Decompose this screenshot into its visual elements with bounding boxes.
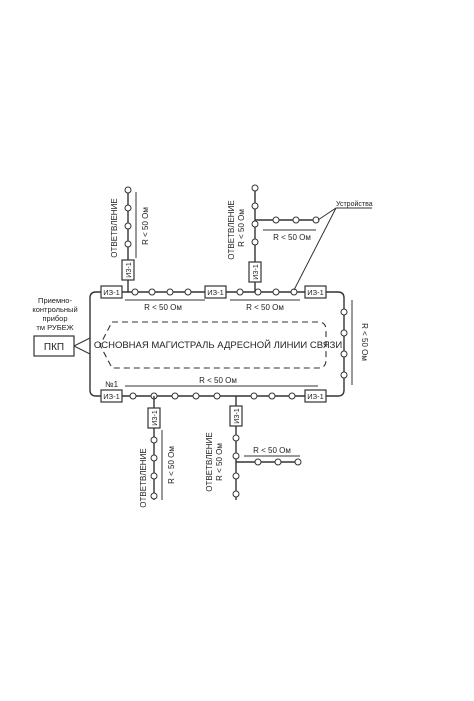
svg-text:ИЗ-1: ИЗ-1	[307, 392, 324, 401]
branch-top-left-label: ОТВЕТВЛЕНИЕ	[110, 198, 119, 257]
branch-top-middle: ИЗ-1 R < 50 Ом ОТВЕТВЛЕНИЕ R < 50 Ом	[227, 184, 320, 292]
isolator-top-left: ИЗ-1	[100, 285, 123, 299]
isolator-bottom-left: ИЗ-1	[100, 389, 123, 403]
main-line-label: ОСНОВНАЯ МАГИСТРАЛЬ АДРЕСНОЙ ЛИНИИ СВЯЗИ	[94, 339, 342, 351]
controller-caption-line-4: тм РУБЕЖ	[36, 323, 73, 332]
svg-text:ИЗ-1: ИЗ-1	[152, 410, 159, 426]
controller-caption-line-1: Приемно-	[38, 296, 72, 305]
isolator-top-right: ИЗ-1	[304, 285, 327, 299]
main-loop-devices	[129, 288, 348, 400]
isolator-number-label: №1	[105, 380, 119, 389]
branch-top-left-resistance: R < 50 Ом	[141, 207, 150, 245]
resistance-label-top-left: R < 50 Ом	[144, 303, 182, 312]
branch-top-left: ИЗ-1 ОТВЕТВЛЕНИЕ R < 50 Ом	[110, 186, 150, 292]
isolator-top-middle: ИЗ-1	[204, 285, 227, 299]
branch-bottom-middle: ИЗ-1 R < 50 Ом ОТВЕТВЛЕНИЕ R < 50 Ом	[205, 396, 302, 500]
branch-top-middle-label: ОТВЕТВЛЕНИЕ	[227, 200, 236, 259]
controller-caption-line-3: прибор	[42, 314, 67, 323]
main-line-region	[99, 321, 327, 369]
resistance-label-bottom: R < 50 Ом	[199, 376, 237, 385]
svg-text:ИЗ-1: ИЗ-1	[234, 408, 241, 424]
branch-bottom-left: ИЗ-1 ОТВЕТВЛЕНИЕ R < 50 Ом	[139, 396, 176, 508]
controller-label: ПКП	[44, 342, 64, 353]
branch-bottom-middle-resistance-side: R < 50 Ом	[253, 446, 291, 455]
branch-bottom-middle-label: ОТВЕТВЛЕНИЕ	[205, 432, 214, 491]
main-loop-wires	[89, 291, 353, 397]
svg-text:ИЗ-1: ИЗ-1	[253, 264, 260, 280]
devices-callout: Устройства	[293, 200, 373, 291]
devices-label: Устройства	[336, 200, 373, 208]
branch-bottom-left-resistance: R < 50 Ом	[167, 446, 176, 484]
controller-caption-line-2: контрольный	[32, 305, 77, 314]
branch-bottom-left-label: ОТВЕТВЛЕНИЕ	[139, 448, 148, 507]
svg-text:ИЗ-1: ИЗ-1	[103, 392, 120, 401]
isolator-bottom-right: ИЗ-1	[304, 389, 327, 403]
controller: ПКП Приемно- контрольный прибор тм РУБЕЖ	[32, 296, 91, 357]
svg-text:ИЗ-1: ИЗ-1	[126, 262, 133, 278]
branch-top-middle-resistance-side: R < 50 Ом	[273, 233, 311, 242]
svg-text:ИЗ-1: ИЗ-1	[307, 288, 324, 297]
branch-bottom-middle-resistance: R < 50 Ом	[215, 443, 224, 481]
branch-top-middle-resistance: R < 50 Ом	[237, 209, 246, 247]
svg-text:ИЗ-1: ИЗ-1	[207, 288, 224, 297]
resistance-label-right: R < 50 Ом	[360, 323, 369, 361]
resistance-label-top-right: R < 50 Ом	[246, 303, 284, 312]
svg-text:ИЗ-1: ИЗ-1	[103, 288, 120, 297]
